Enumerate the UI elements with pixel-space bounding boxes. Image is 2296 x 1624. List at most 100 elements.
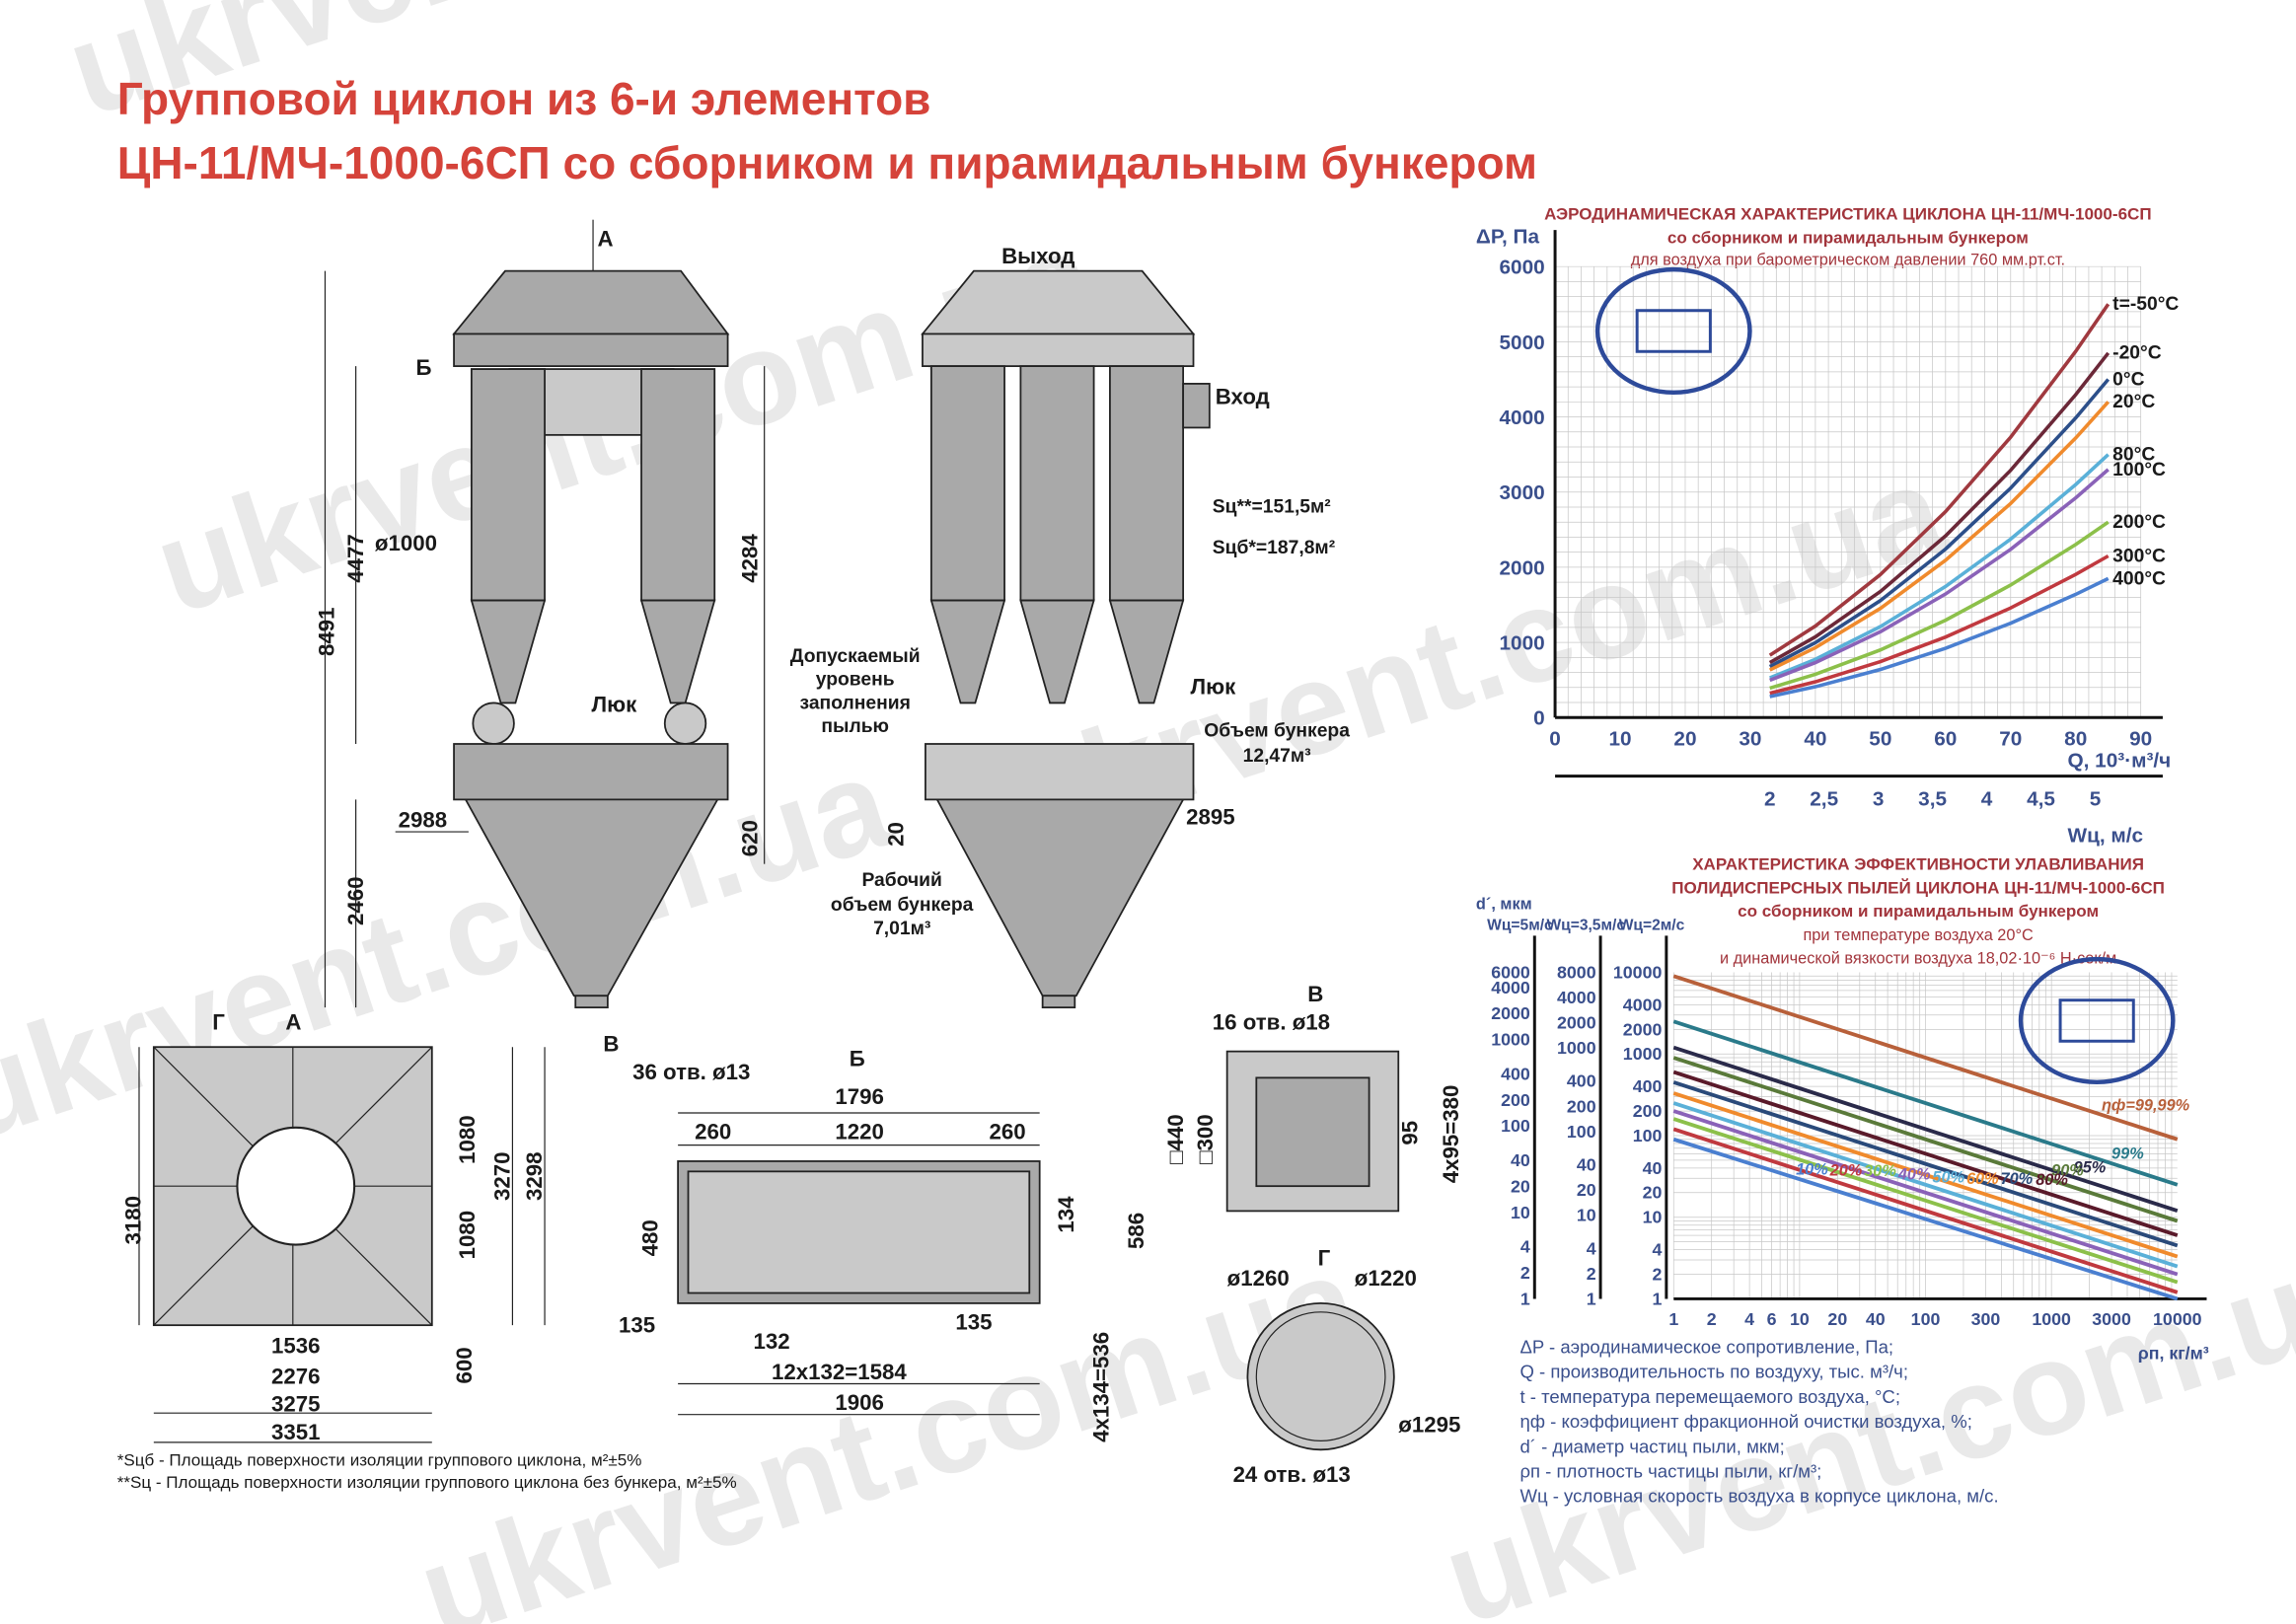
stamp-logo xyxy=(2018,956,2176,1085)
title-line-1: Групповой циклон из 6-и элементов xyxy=(117,73,931,124)
x-tick-label: 80 xyxy=(2064,727,2087,750)
x-tick-label: 100 xyxy=(1911,1309,1941,1329)
section-g-label: Г xyxy=(212,1009,225,1034)
y-tick-label: 10000 xyxy=(1613,962,1663,982)
outlet-label: Выход xyxy=(1001,244,1074,268)
chart1-title: АЭРОДИНАМИЧЕСКАЯ ХАРАКТЕРИСТИКА ЦИКЛОНА … xyxy=(1544,205,2152,224)
note-2: **Sц - Площадь поверхности изоляции груп… xyxy=(117,1473,737,1492)
series-line xyxy=(1769,554,2110,696)
secondary-x-tick-label: 4,5 xyxy=(2027,787,2055,810)
series-line xyxy=(1672,1019,2179,1187)
height-4477: 4477 xyxy=(343,534,368,583)
y-axis-label: Wц=2м/с xyxy=(1619,917,1685,933)
area-no-bunker: Sц**=151,5м² xyxy=(1213,497,1331,518)
y-tick-label: 2 xyxy=(1520,1263,1530,1283)
view-g-label: Г xyxy=(1318,1245,1331,1270)
y-tick-label: 4000 xyxy=(1623,995,1663,1014)
view-b-label: Б xyxy=(850,1046,865,1070)
side-view: Выход Вход Sц**=151,5м² Sцб*=187,8м² Доп… xyxy=(790,244,1350,1009)
width-1584: 12x132=1584 xyxy=(772,1360,907,1384)
secondary-x-tick-label: 4 xyxy=(1981,787,1993,810)
fill-level-3: заполнения xyxy=(800,693,911,713)
height-95: 95 xyxy=(1398,1121,1423,1145)
chart1-x2label: Wц, м/с xyxy=(2067,824,2143,847)
note-1: *Sцб - Площадь поверхности изоляции груп… xyxy=(117,1451,642,1470)
y-tick-label: 40 xyxy=(1577,1155,1596,1175)
pressure-chart: АЭРОДИНАМИЧЕСКАЯ ХАРАКТЕРИСТИКА ЦИКЛОНА … xyxy=(1476,205,2179,848)
series-label: 100°C xyxy=(2112,460,2166,480)
chart2-title2: ПОЛИДИСПЕРСНЫХ ПЫЛЕЙ ЦИКЛОНА ЦН-11/МЧ-10… xyxy=(1671,878,2165,897)
square-300: □300 xyxy=(1193,1114,1218,1164)
side-hatch-label: Люк xyxy=(1191,675,1237,700)
y-tick-label: 400 xyxy=(1633,1076,1663,1096)
series-label: 0°C xyxy=(2112,369,2144,390)
y-tick-label: 40 xyxy=(1511,1150,1530,1170)
series-label: 20°C xyxy=(2112,392,2155,412)
series-line xyxy=(1672,1117,2179,1285)
series-line xyxy=(1769,453,2110,680)
series-label: 60% xyxy=(1966,1170,1999,1188)
y-tick-label: 1 xyxy=(1587,1289,1596,1308)
series-line xyxy=(1768,351,2111,665)
y-axis-label: Wц=5м/с xyxy=(1487,917,1553,933)
work-volume-2: объем бункера xyxy=(831,895,974,916)
diameter-1295: ø1295 xyxy=(1398,1412,1460,1437)
y-tick-label: 100 xyxy=(1633,1126,1663,1145)
y-tick-label: 10 xyxy=(1511,1203,1530,1222)
y-tick-label: 200 xyxy=(1501,1090,1530,1110)
y-tick-label: 200 xyxy=(1633,1101,1663,1121)
y-tick-label: 400 xyxy=(1567,1071,1596,1091)
height-536: 4x134=536 xyxy=(1088,1332,1113,1442)
x-tick-label: 30 xyxy=(1739,727,1761,750)
series-line xyxy=(1672,1080,2179,1248)
x-tick-label: 3000 xyxy=(2092,1309,2131,1329)
series-label: 90% xyxy=(2051,1162,2084,1180)
series-line xyxy=(1768,303,2111,657)
series-line xyxy=(1672,1045,2179,1213)
y-tick-label: 1000 xyxy=(1623,1044,1663,1064)
y-tick-label: 2000 xyxy=(1557,1012,1596,1032)
series-line xyxy=(1672,1137,2179,1301)
x-tick-label: 60 xyxy=(1934,727,1957,750)
y-axis-label: Wц=3,5м/с xyxy=(1546,917,1625,933)
bunker-volume-1: Объем бункера xyxy=(1204,721,1350,742)
y-tick-label: 2 xyxy=(1587,1264,1596,1284)
view-a-label: А xyxy=(285,1009,301,1034)
y-tick-label: 5000 xyxy=(1499,332,1544,354)
series-label: 30% xyxy=(1864,1162,1896,1180)
x-tick-label: 70 xyxy=(1999,727,2022,750)
series-label: 40% xyxy=(1897,1165,1931,1183)
width-1220: 1220 xyxy=(835,1120,884,1144)
x-tick-label: 2 xyxy=(1707,1309,1717,1329)
holes-24: 24 отв. ø13 xyxy=(1233,1462,1351,1487)
series-label: 10% xyxy=(1796,1160,1828,1178)
series-line xyxy=(1672,1056,2179,1223)
area-total: Sцб*=187,8м² xyxy=(1213,538,1336,558)
chart2-ylabel: d´, мкм xyxy=(1476,896,1532,914)
work-volume-3: 7,01м³ xyxy=(873,919,930,939)
secondary-x-tick-label: 2 xyxy=(1764,787,1776,810)
series-line xyxy=(1672,1109,2179,1277)
height-134: 134 xyxy=(1054,1196,1078,1233)
height-3180: 3180 xyxy=(120,1196,145,1245)
series-line xyxy=(1768,378,2111,669)
y-tick-label: 6000 xyxy=(1499,257,1544,279)
view-v-label: В xyxy=(1307,982,1323,1006)
series-line xyxy=(1672,974,2179,1142)
work-volume-1: Рабочий xyxy=(861,870,941,891)
height-4284: 4284 xyxy=(737,534,762,583)
view-v: В 16 отв. ø18 □440 □300 95 4x95=380 xyxy=(1163,982,1463,1213)
y-tick-label: 0 xyxy=(1533,707,1545,730)
efficiency-chart: ХАРАКТЕРИСТИКА ЭФФЕКТИВНОСТИ УЛАВЛИВАНИЯ… xyxy=(1476,855,2209,1364)
series-line xyxy=(1768,401,2111,672)
y-tick-label: 20 xyxy=(1643,1183,1663,1203)
series-line xyxy=(1672,1091,2179,1259)
y-tick-label: 4000 xyxy=(1499,406,1544,429)
secondary-x-tick-label: 3 xyxy=(1873,787,1885,810)
diameter-1260: ø1260 xyxy=(1227,1266,1290,1291)
y-tick-label: 3000 xyxy=(1499,481,1544,504)
series-line xyxy=(1769,520,2110,691)
height-total: 8491 xyxy=(314,607,338,655)
holes-36: 36 отв. ø13 xyxy=(632,1060,750,1084)
